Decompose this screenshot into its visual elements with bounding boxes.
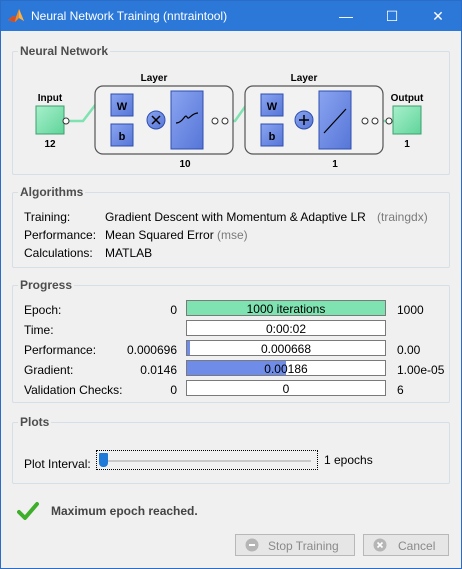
gradient-bar-fill — [187, 361, 286, 375]
input-size: 12 — [44, 139, 56, 150]
performance-fn-value: Mean Squared Error — [105, 228, 214, 242]
gradient-end: 1.00e-05 — [397, 363, 445, 377]
epoch-start: 0 — [170, 303, 177, 317]
performance-fn-label: Performance: — [24, 228, 97, 242]
matlab-logo-icon — [8, 9, 24, 22]
network-diagram: W b W b Input 12 Layer 10 Layer 1 Output… — [35, 73, 424, 170]
validation-bar-text: 0 — [282, 382, 290, 396]
purelin-block — [318, 90, 352, 150]
maximize-button[interactable]: ☐ — [385, 8, 399, 24]
slider-line — [103, 460, 311, 462]
neural-network-group — [12, 51, 450, 175]
bias-2-block — [260, 123, 284, 147]
neural-network-group-title: Neural Network — [18, 44, 111, 58]
plots-group — [12, 422, 450, 484]
cancel-button[interactable]: Cancel — [363, 534, 449, 556]
gradient-start: 0.0146 — [140, 363, 177, 377]
validation-start: 0 — [170, 383, 177, 397]
input-label: Input — [38, 93, 63, 104]
performance-start: 0.000696 — [126, 343, 177, 357]
epoch-end: 1000 — [397, 303, 424, 317]
plot-interval-label: Plot Interval: — [24, 457, 91, 471]
layer-2-size: 1 — [332, 159, 338, 170]
algorithms-group — [12, 192, 450, 268]
plots-group-title: Plots — [18, 415, 52, 429]
gradient-bar-text: 0.00186 — [264, 362, 308, 376]
time-bar-text: 0:00:02 — [265, 322, 307, 336]
output-node — [392, 105, 422, 135]
weight-2-block — [260, 93, 284, 117]
validation-end: 6 — [397, 383, 404, 397]
tansig-block — [170, 90, 204, 150]
minimize-button[interactable]: — — [339, 8, 353, 24]
w1-letter: W — [117, 101, 128, 113]
algorithms-group-title: Algorithms — [18, 185, 86, 199]
performance-bar: 0.000668 — [186, 340, 386, 356]
epoch-label: Epoch: — [24, 303, 62, 317]
layer-1-label: Layer — [141, 73, 168, 84]
time-bar: 0:00:02 — [186, 320, 386, 336]
b1-letter: b — [119, 131, 126, 143]
stop-training-label: Stop Training — [268, 539, 339, 553]
training-label: Training: — [24, 210, 71, 224]
weight-1-block — [110, 93, 134, 117]
calculations-label: Calculations: — [24, 246, 93, 260]
epoch-bar: 1000 iterations — [186, 300, 386, 316]
layer-1-size: 10 — [179, 159, 191, 170]
gradient-bar: 0.00186 — [186, 360, 386, 376]
cancel-icon — [373, 538, 387, 552]
stop-icon — [245, 538, 259, 552]
validation-bar: 0 — [186, 380, 386, 396]
bias-1-block — [110, 123, 134, 147]
gradient-label: Gradient: — [24, 363, 74, 377]
training-code: (traingdx) — [377, 210, 428, 224]
slider-thumb[interactable] — [99, 453, 108, 467]
epoch-bar-fill — [187, 301, 385, 315]
performance-bar-text: 0.000668 — [260, 342, 312, 356]
training-value: Gradient Descent with Momentum & Adaptiv… — [105, 210, 366, 224]
b2-letter: b — [269, 131, 276, 143]
performance-end: 0.00 — [397, 343, 421, 357]
plot-interval-slider[interactable] — [96, 450, 318, 470]
performance-bar-fill — [187, 341, 190, 355]
input-node — [35, 105, 65, 135]
status-message: Maximum epoch reached. — [51, 504, 198, 518]
checkmark-icon — [17, 502, 39, 520]
output-size: 1 — [404, 139, 410, 150]
cancel-label: Cancel — [398, 539, 436, 553]
progress-group — [12, 285, 450, 403]
layer-2-label: Layer — [291, 73, 318, 84]
calculations-value: MATLAB — [105, 246, 153, 260]
w2-letter: W — [267, 101, 278, 113]
output-label: Output — [391, 93, 424, 104]
stop-training-button[interactable]: Stop Training — [235, 534, 355, 556]
validation-label: Validation Checks: — [24, 383, 123, 397]
title-bar[interactable]: Neural Network Training (nntraintool) — … — [1, 1, 461, 31]
performance-label: Performance: — [24, 343, 97, 357]
close-button[interactable]: ✕ — [432, 8, 444, 24]
plot-interval-value: 1 epochs — [324, 453, 373, 467]
window-title: Neural Network Training (nntraintool) — [31, 9, 228, 23]
epoch-bar-text: 1000 iterations — [246, 302, 326, 316]
time-label: Time: — [24, 323, 54, 337]
performance-fn-code: (mse) — [217, 228, 248, 242]
progress-group-title: Progress — [18, 278, 75, 292]
